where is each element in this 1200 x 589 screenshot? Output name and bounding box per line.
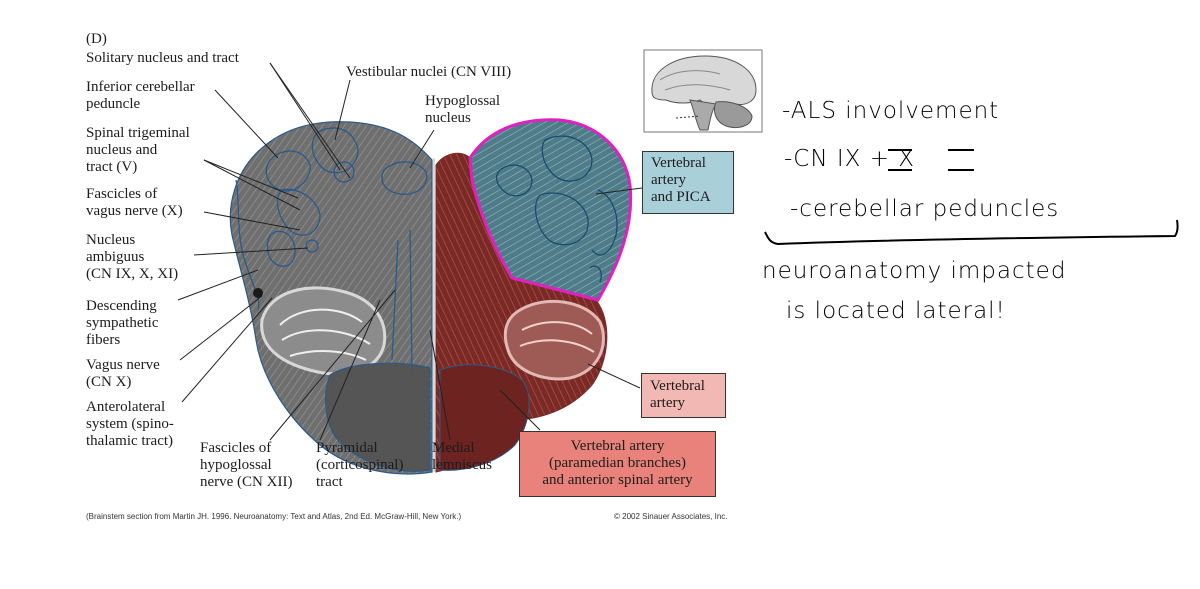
box-vertebral-artery: Vertebral artery <box>641 373 726 418</box>
note-als-involvement: -ALS involvement <box>782 98 1000 124</box>
label-inferior-cerebellar-peduncle: Inferior cerebellar peduncle <box>86 79 195 112</box>
credit-copyright: © 2002 Sinauer Associates, Inc. <box>614 512 728 521</box>
right-pyramid <box>439 364 530 471</box>
brain-location-inset <box>643 49 763 133</box>
label-hypoglossal-nucleus: Hypoglossal nucleus <box>425 93 500 126</box>
label-nucleus-ambiguus: Nucleus ambiguus (CN IX, X, XI) <box>86 232 179 282</box>
box-paramedian-branches: Vertebral artery (paramedian branches) a… <box>519 431 716 497</box>
pica-highlight-outline <box>468 118 633 302</box>
label-solitary-nucleus: Solitary nucleus and tract <box>86 50 239 66</box>
credit-source: (Brainstem section from Martin JH. 1996.… <box>86 512 462 521</box>
box-vertebral-artery-pica: Vertebral artery and PICA <box>642 151 734 214</box>
note-located-lateral: is located lateral! <box>786 298 1006 324</box>
label-fascicles-hypoglossal: Fascicles of hypoglossal nerve (CN XII) <box>200 440 293 490</box>
label-vagus-nerve: Vagus nerve (CN X) <box>86 357 160 390</box>
label-fascicles-vagus: Fascicles of vagus nerve (X) <box>86 186 183 219</box>
panel-letter: (D) <box>86 31 107 47</box>
note-cn-ix-x: -CN IX + X <box>784 146 916 172</box>
left-pyramid <box>325 362 431 472</box>
label-pyramidal-tract: Pyramidal (corticospinal) tract <box>316 440 404 490</box>
label-descending-sympathetic: Descending sympathetic fibers <box>86 298 159 348</box>
label-anterolateral-system: Anterolateral system (spino- thalamic tr… <box>86 399 174 449</box>
label-spinal-trigeminal: Spinal trigeminal nucleus and tract (V) <box>86 125 190 175</box>
note-neuroanatomy-impacted: neuroanatomy impacted <box>762 258 1067 284</box>
label-vestibular-nuclei: Vestibular nuclei (CN VIII) <box>346 64 512 80</box>
note-cerebellar-peduncles: -cerebellar peduncles <box>790 196 1060 222</box>
label-medial-lemniscus: Medial lemniscus <box>432 440 492 473</box>
